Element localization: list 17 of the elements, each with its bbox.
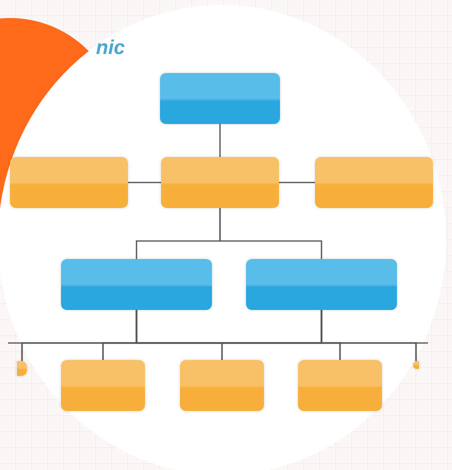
org-box — [298, 360, 382, 411]
connector-line — [219, 208, 322, 259]
org-box — [161, 157, 279, 208]
connector-line — [219, 124, 221, 157]
connector-line — [128, 182, 161, 184]
org-box — [61, 259, 212, 310]
org-box — [246, 259, 397, 310]
connector-line — [279, 182, 315, 184]
org-box — [61, 360, 145, 411]
org-box — [180, 360, 264, 411]
org-box — [413, 361, 419, 369]
org-box — [160, 73, 280, 124]
org-box — [10, 157, 128, 208]
heading-text: nic — [96, 38, 125, 58]
connector-line — [320, 310, 417, 361]
org-box — [315, 157, 433, 208]
org-box — [17, 361, 27, 376]
